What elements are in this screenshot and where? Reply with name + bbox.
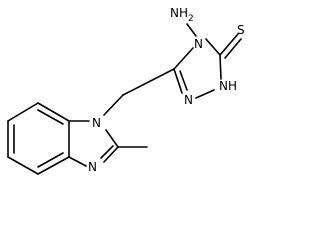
triazole-n4-label: N [194,37,203,51]
bond-n4-nh2 [186,23,197,37]
benzene-ring [7,102,70,175]
bond-c3-s [219,33,239,56]
triazole-nh-n-label: N [219,79,228,93]
imidazole-ring [68,120,119,167]
bond-c5-c4 [7,156,39,175]
bond-c2-n3-double-inner [100,145,114,159]
benzimidazole-n1-label: N [92,116,101,130]
triazole-n2-label: N [184,93,193,107]
bond-c7a-c7 [37,102,70,122]
bond-c5-ch2 [122,68,175,96]
triazole-ring [173,38,222,99]
bond-c5-n4 [173,47,194,70]
amino-n-label: N [170,6,179,20]
bond-c7a-c7-inner [37,109,64,125]
bond-c3-n2 [219,54,222,80]
bond-c4-c3a [37,156,70,175]
amino-h-label: H [179,6,188,20]
bond-n2-n1 [195,89,215,99]
benzimidazole-n3-label: N [88,160,97,174]
bond-n4-c3 [205,38,221,56]
bond-n1-c5 [173,68,183,94]
bond-n1-c5-double [179,70,188,91]
bond-c3-s-double [224,38,242,59]
triazole-nh-h-label: H [228,79,237,93]
structure-canvas: N H 2 N S N H N N N [7,6,245,175]
bond-n1-c2 [105,129,119,148]
thione-s-label: S [237,23,245,37]
bond-n3-c3a [68,156,87,167]
bond-c2-n3-double [103,146,119,163]
bond-c7-c6 [7,102,39,122]
bond-ch2-bzn1 [103,94,124,116]
amino-subscript-label: 2 [188,14,194,24]
molecule-drawing: N H 2 N S N H N N N [7,6,245,175]
bond-c4-c3a-inner [37,152,64,168]
